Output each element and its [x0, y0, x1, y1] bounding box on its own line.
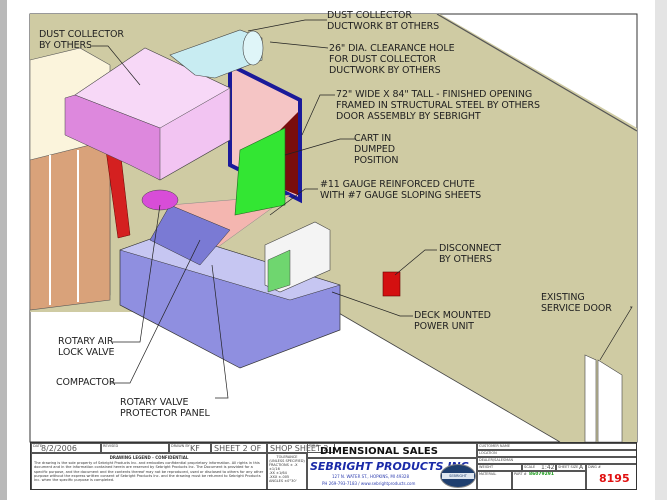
revised-cell: REVISED — [101, 443, 169, 453]
floor-line — [336, 311, 561, 443]
drawn-by-cell: DRAWN BY KF — [169, 443, 211, 453]
sheet-cell: SHEET 2 OF 9 — [211, 443, 267, 453]
company-cell: SEBRIGHT PRODUCTS INC. 127 N. WATER ST.,… — [307, 458, 477, 489]
drawing-title: DIMENSIONAL SALES LAYOUT — [320, 446, 438, 457]
left-margin-strip — [0, 0, 7, 500]
label-power-unit: DECK MOUNTED POWER UNIT — [414, 310, 491, 332]
label-clearance-hole: 26" DIA. CLEARANCE HOLE FOR DUST COLLECT… — [329, 43, 455, 76]
company-name: SEBRIGHT PRODUCTS INC. — [310, 460, 473, 473]
label-dust-collector: DUST COLLECTOR BY OTHERS — [39, 29, 124, 51]
label-disconnect: DISCONNECT BY OTHERS — [439, 243, 501, 265]
leader-lines — [92, 19, 633, 399]
label-ductwork: DUST COLLECTOR DUCTWORK BT OTHERS — [327, 10, 440, 32]
container-body — [29, 139, 111, 311]
weight-cell: WEIGHT — [477, 464, 522, 471]
tolerance-block: TOLERANCE (UNLESS SPECIFIED) FRACTIONS ±… — [267, 453, 307, 489]
cart — [234, 127, 286, 216]
shop-sheet-cell: SHOP SHEET 2 OF — [267, 443, 335, 453]
part-number-cell: PART #86079291 — [512, 471, 586, 489]
date-value: 8/2/2006 — [41, 444, 77, 453]
label-protector-panel: ROTARY VALVE PROTECTOR PANEL — [120, 397, 210, 419]
ductwork — [169, 29, 263, 79]
material-cell: MATERIAL — [477, 471, 512, 489]
service-door-frame — [584, 354, 597, 443]
wall-edge-line — [436, 13, 638, 132]
rotary-air-lock-valve — [141, 189, 179, 211]
dealer-cell: DEALER/SALESMAN — [477, 457, 636, 464]
label-compactor: COMPACTOR — [56, 377, 116, 388]
label-service-door: EXISTING SERVICE DOOR — [541, 292, 612, 314]
disconnect-box — [382, 271, 401, 297]
customer-name-cell: CUSTOMER NAME — [477, 443, 636, 450]
right-margin-strip — [655, 0, 667, 500]
label-rotary-air-lock: ROTARY AIR LOCK VALVE — [58, 336, 115, 358]
title-cell: TITLE DIMENSIONAL SALES LAYOUT — [307, 443, 477, 458]
label-chute: #11 GAUGE REINFORCED CHUTE WITH #7 GAUGE… — [320, 179, 482, 201]
location-cell: LOCATION — [477, 450, 636, 457]
date-cell: DATE 8/2/2006 — [31, 443, 101, 453]
dwg-number-cell: DWG #8195 — [586, 464, 636, 489]
label-finished-opening: 72" WIDE X 84" TALL - FINISHED OPENING F… — [336, 89, 540, 122]
label-cart: CART IN DUMPED POSITION — [354, 133, 399, 166]
title-block: DATE 8/2/2006 REVISED DRAWN BY KF SHEET … — [30, 442, 637, 490]
dwg-number: 8195 — [599, 472, 630, 485]
company-logo: SEBRIGHT — [440, 464, 476, 488]
drawing-legend: DRAWING LEGEND - CONFIDENTIAL The drawin… — [31, 453, 267, 489]
